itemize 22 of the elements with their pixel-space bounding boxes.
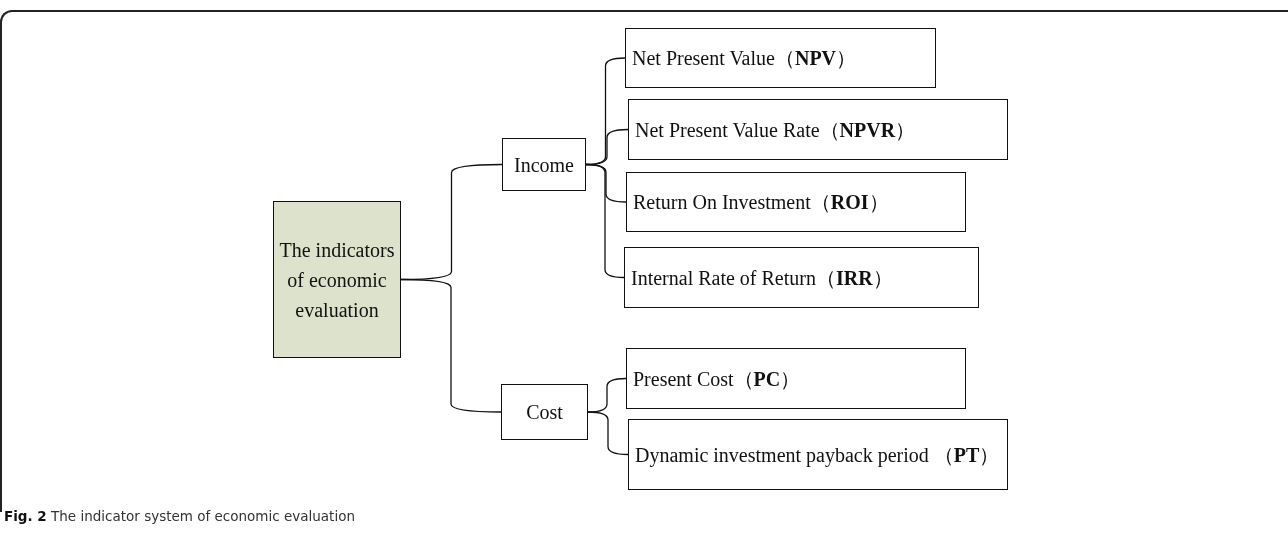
indicator-box xyxy=(626,172,966,232)
box-text: Income xyxy=(514,152,574,178)
indicator-box xyxy=(625,28,936,88)
brace-connector xyxy=(400,278,502,413)
box-text: Return On Investment（ROI） xyxy=(633,190,889,215)
indicator-box xyxy=(502,138,586,191)
box-text: The indicators of economic evaluation xyxy=(278,237,396,323)
box-text: Present Cost（PC） xyxy=(633,366,801,392)
box-text: Net Present Value Rate（NPVR） xyxy=(635,117,916,143)
box-text: Internal Rate of Return（IRR） xyxy=(631,265,893,291)
indicator-box xyxy=(628,419,1008,490)
box-text: Net Present Value（NPV） xyxy=(632,46,857,71)
indicator-box xyxy=(628,99,1008,160)
brace-connector xyxy=(587,411,629,456)
indicator-box xyxy=(501,384,588,440)
brace-connector xyxy=(585,163,625,279)
indicator-box xyxy=(624,247,979,308)
box-text: Cost xyxy=(526,400,563,425)
indicator-box xyxy=(626,348,966,409)
box-text: Dynamic investment payback period （PT） xyxy=(635,442,1000,469)
figure-caption: Fig. 2 The indicator system of economic evaluation xyxy=(4,508,355,524)
root-box xyxy=(273,201,401,358)
